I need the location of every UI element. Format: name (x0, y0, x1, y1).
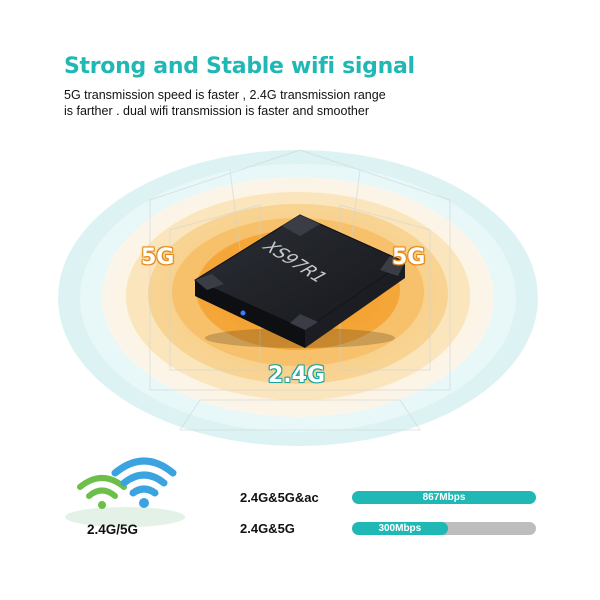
wifi-blue-icon (111, 457, 177, 508)
wifi-caption: 2.4G/5G (87, 522, 139, 537)
speed-bar-fill (352, 522, 448, 535)
tv-box-device: XS97R1 (193, 214, 407, 348)
speed-bar: 300Mbps (352, 522, 536, 535)
speed-row-label: 2.4G&5G (240, 521, 295, 536)
page-title: Strong and Stable wifi signal (64, 54, 415, 79)
subtitle-line-2: is farther . dual wifi transmission is f… (64, 104, 369, 118)
subtitle-line-1: 5G transmission speed is faster , 2.4G t… (64, 88, 386, 102)
wifi-green-icon (77, 475, 127, 509)
band-label-5g-left: 5G (141, 245, 175, 270)
dual-wifi-icon (65, 457, 185, 527)
speed-value: 867Mbps (422, 492, 466, 503)
band-label-5g-right: 5G (392, 245, 426, 270)
page-subtitle: 5G transmission speed is faster , 2.4G t… (64, 87, 424, 119)
speed-row-label: 2.4G&5G&ac (240, 490, 319, 505)
speed-value: 300Mbps (378, 523, 422, 534)
band-label-2-4g: 2.4G (268, 363, 326, 388)
speed-row-standard: 2.4G&5G 300Mbps (240, 519, 540, 539)
speed-row-ac: 2.4G&5G&ac 867Mbps (240, 488, 540, 508)
speed-bar: 867Mbps (352, 491, 536, 504)
house-sketch (149, 149, 451, 431)
speed-bar-fill (352, 491, 536, 504)
